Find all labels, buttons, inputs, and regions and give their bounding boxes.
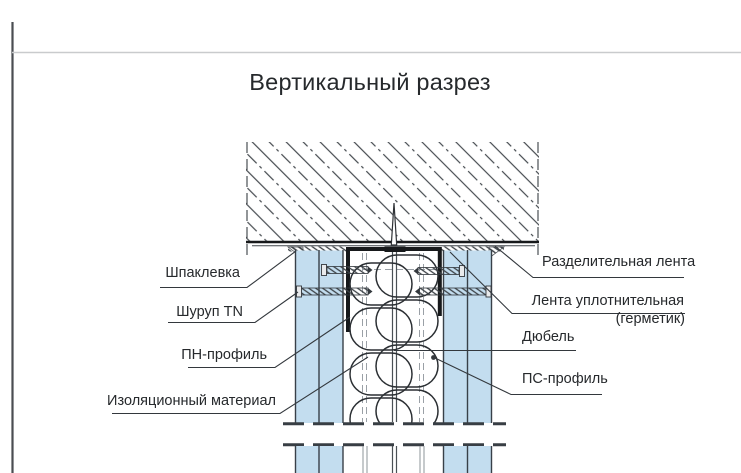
break-lines (283, 422, 506, 447)
label-dowel: Дюбель (522, 329, 575, 345)
leader-pn-profile (188, 316, 351, 369)
dowel-axis-lines (391, 252, 398, 422)
label-screw-tn: Шуруп TN (176, 304, 243, 320)
leader-ps-profile (433, 357, 602, 396)
screw-tn-lower-left (296, 285, 373, 298)
leader-ps-profile-dot (431, 355, 436, 360)
sealing-tape-band-left (288, 246, 346, 252)
gypsum-boards (294, 250, 493, 423)
label-insulation: Изоляционный материал (107, 393, 276, 409)
leader-lines (112, 245, 685, 415)
label-sealing-tape-sub: (герметик) (615, 311, 685, 327)
label-putty: Шпаклевка (165, 265, 240, 281)
drawing-title: Вертикальный разрез (249, 69, 491, 95)
leader-screw-tn (168, 291, 299, 324)
leader-putty (160, 250, 297, 289)
screws-tn (296, 264, 492, 298)
label-separation-tape: Разделительная лента (542, 254, 696, 270)
pn-profile-flange-right (437, 247, 442, 316)
insulation-coil (349, 254, 439, 423)
leader-insulation (112, 356, 369, 415)
label-sealing-tape: Лента уплотнительная (531, 293, 684, 309)
label-pn-profile: ПН-профиль (181, 347, 267, 363)
dowel-pin (384, 202, 406, 252)
wall-continuation (294, 446, 493, 473)
screw-tn-lower-right (415, 285, 492, 298)
ps-profile-hidden-lines (352, 253, 437, 422)
label-ps-profile: ПС-профиль (522, 371, 608, 387)
leader-sealing-tape (449, 251, 685, 315)
dowel-head (384, 246, 406, 252)
screw-tn-upper-right (413, 265, 465, 277)
screw-tn-upper-left (321, 264, 373, 276)
sealing-tape-band-right (440, 246, 504, 252)
leader-separation-tape (494, 245, 684, 279)
